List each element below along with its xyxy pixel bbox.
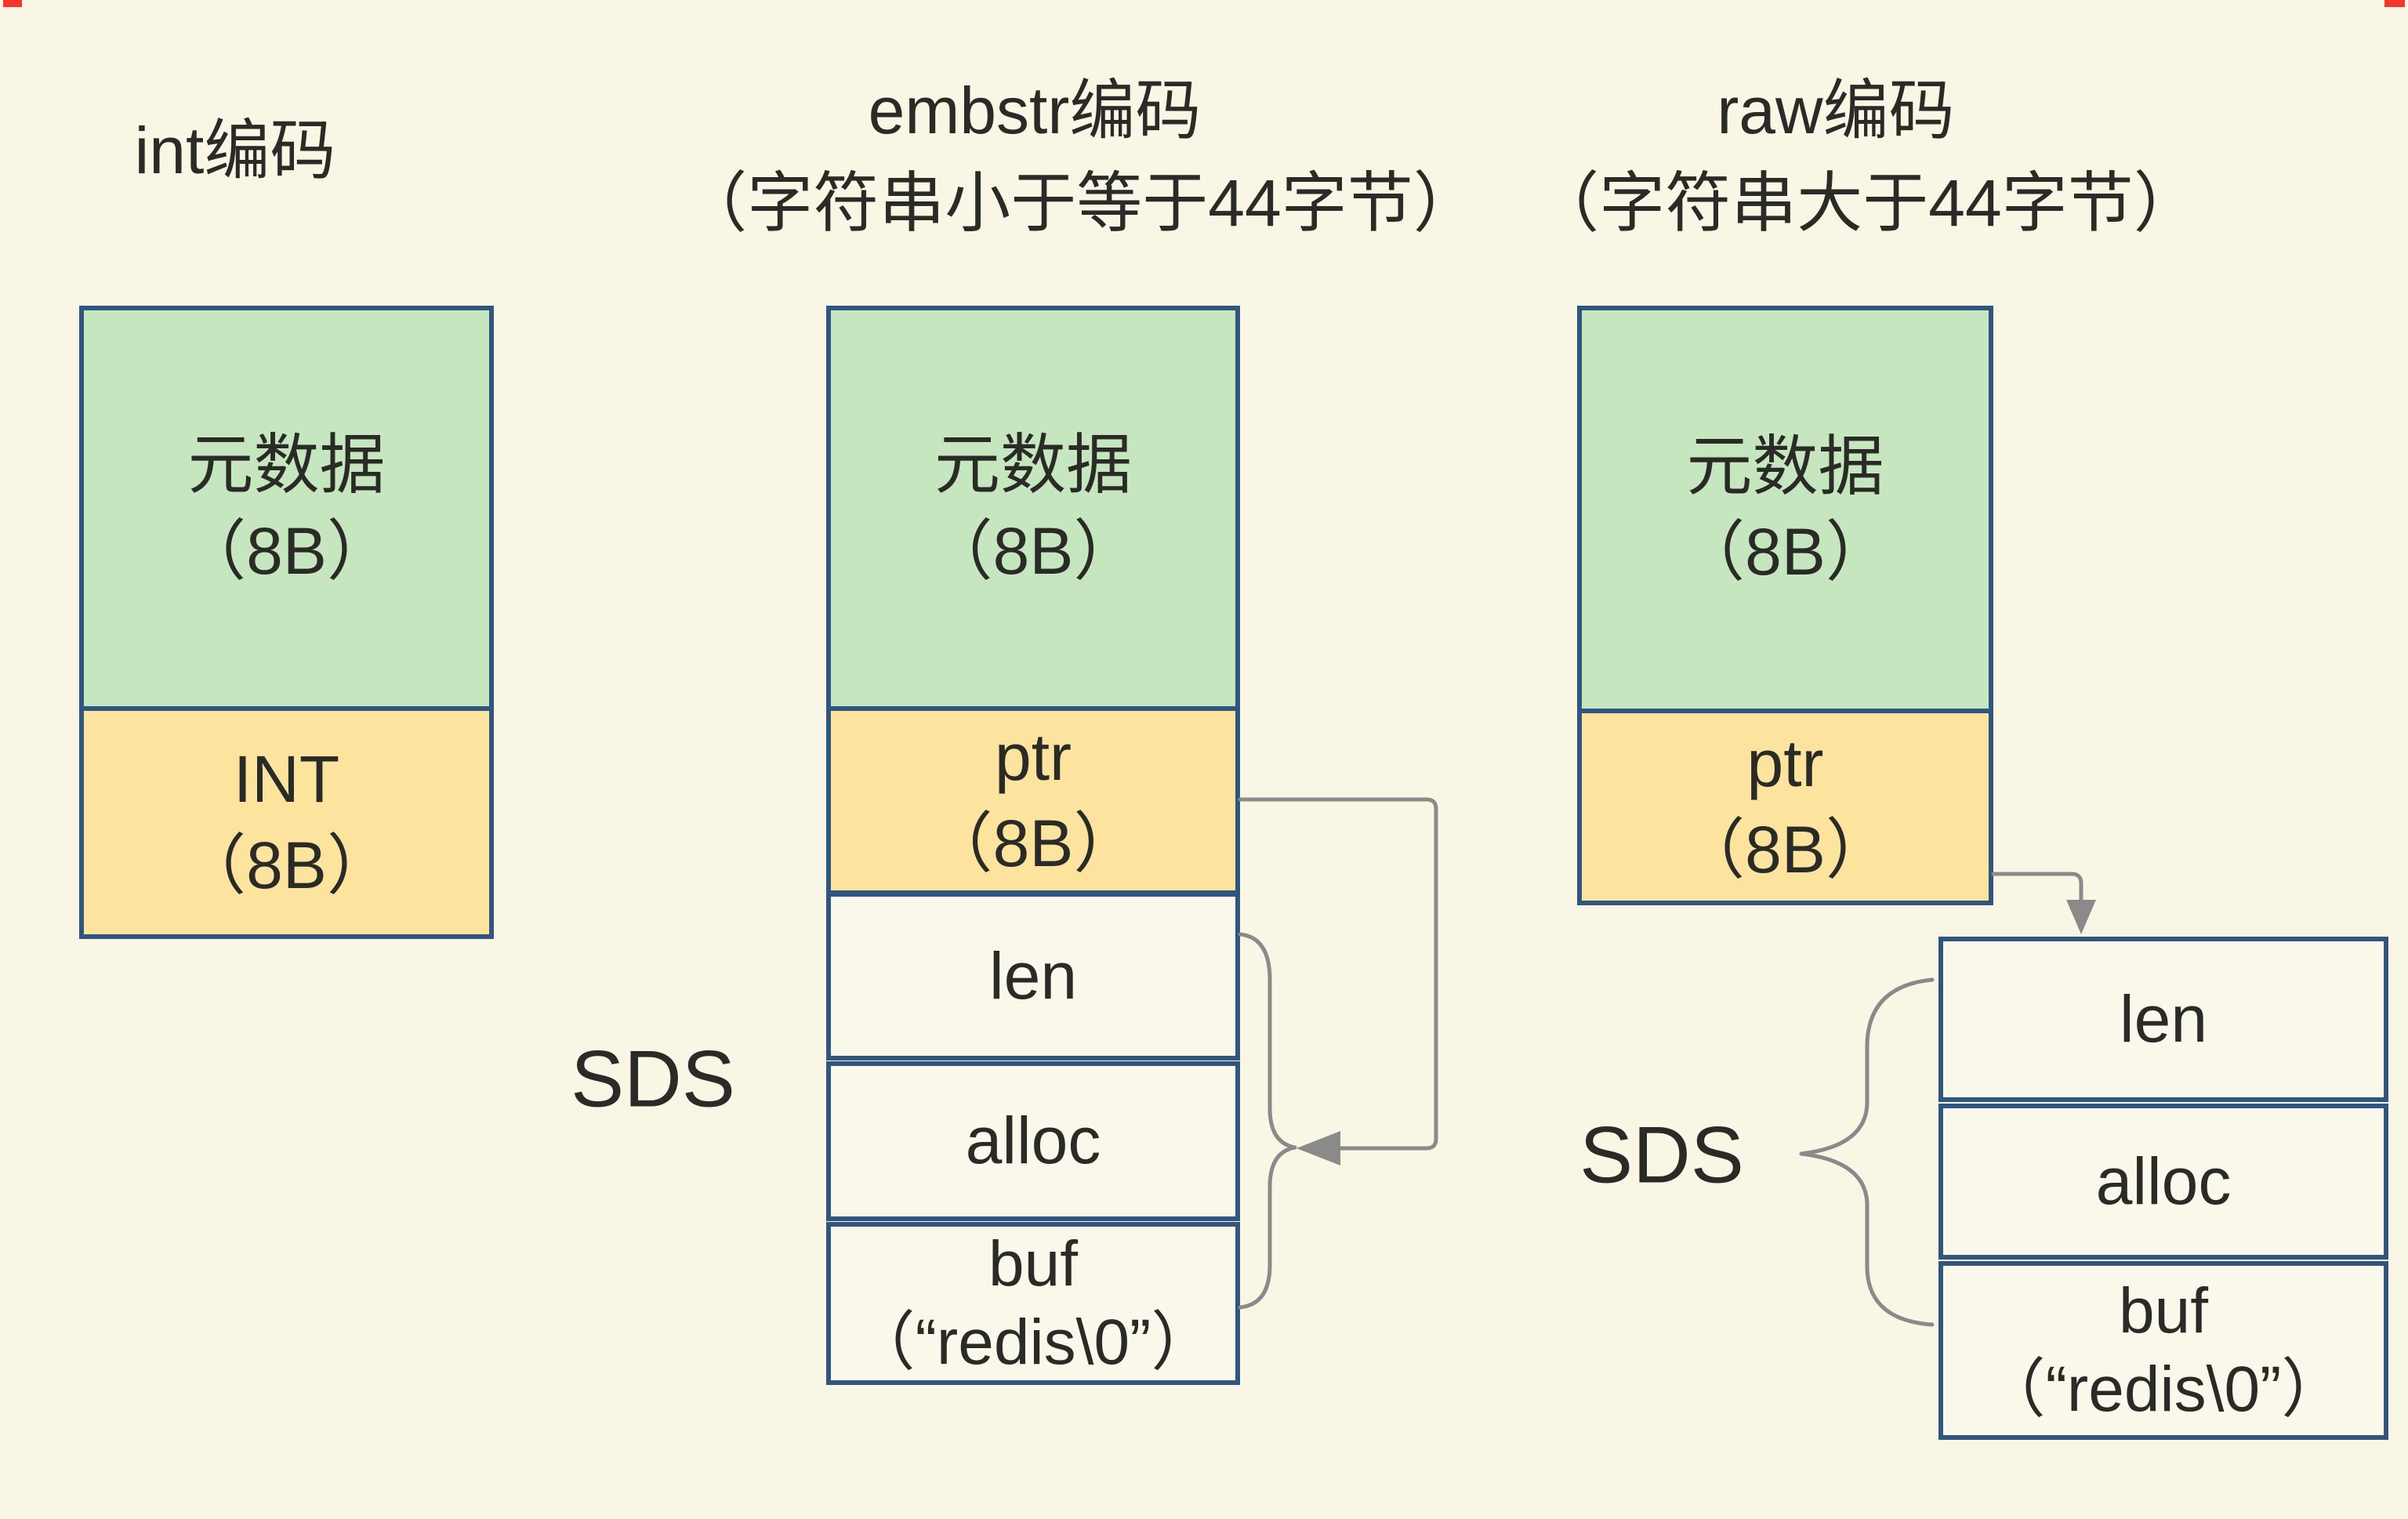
embstr-ptr-label: ptr <box>994 720 1072 795</box>
raw-len-cell: len <box>1938 937 2388 1102</box>
int-metadata-cell: 元数据 （8B） <box>79 306 494 711</box>
embstr-len-label: len <box>988 938 1078 1013</box>
embstr-encoding-title: embstr编码 <box>868 74 1202 147</box>
int-value-label: INT <box>233 742 340 817</box>
int-value-size: （8B） <box>180 828 393 902</box>
screen-corner-artifact-left <box>3 0 22 7</box>
raw-ptr-label: ptr <box>1746 727 1824 801</box>
int-value-cell: INT （8B） <box>79 706 494 939</box>
raw-sds-brace <box>1799 977 1935 1327</box>
embstr-ptr-cell: ptr （8B） <box>826 706 1240 895</box>
raw-ptr-size: （8B） <box>1679 812 1891 886</box>
raw-alloc-label: alloc <box>2095 1144 2232 1218</box>
screen-corner-artifact-right <box>2384 0 2405 7</box>
int-metadata-label: 元数据 <box>187 428 386 502</box>
raw-encoding-subtitle: （字符串大于44字节） <box>1533 166 2199 240</box>
embstr-buf-cell: buf （“redis\0”） <box>826 1222 1240 1385</box>
raw-buf-label: buf <box>2119 1274 2208 1347</box>
raw-alloc-cell: alloc <box>1938 1104 2388 1260</box>
raw-ptr-arrowhead-icon <box>2066 900 2096 934</box>
embstr-sds-label: SDS <box>571 1034 735 1124</box>
embstr-metadata-label: 元数据 <box>934 428 1132 502</box>
raw-metadata-cell: 元数据 （8B） <box>1577 306 1993 713</box>
raw-sds-label: SDS <box>1579 1110 1744 1200</box>
embstr-buf-label: buf <box>988 1227 1078 1300</box>
embstr-sds-bracket <box>1238 932 1297 1310</box>
embstr-metadata-cell: 元数据 （8B） <box>826 306 1240 711</box>
raw-buf-value: （“redis\0”） <box>1981 1354 2346 1425</box>
raw-ptr-cell: ptr （8B） <box>1577 709 1993 905</box>
embstr-alloc-cell: alloc <box>826 1061 1240 1221</box>
embstr-metadata-size: （8B） <box>927 513 1140 588</box>
embstr-encoding-subtitle: （字符串小于等于44字节） <box>681 166 1479 240</box>
raw-ptr-arrow-line <box>1991 872 2083 905</box>
embstr-len-cell: len <box>826 892 1240 1060</box>
embstr-ptr-size: （8B） <box>927 806 1140 880</box>
embstr-ptr-arrow-line <box>1238 797 1438 1151</box>
embstr-ptr-arrowhead-icon <box>1296 1131 1340 1166</box>
raw-metadata-size: （8B） <box>1679 515 1891 589</box>
raw-buf-cell: buf （“redis\0”） <box>1938 1261 2388 1440</box>
raw-metadata-label: 元数据 <box>1686 429 1884 503</box>
raw-len-label: len <box>2119 981 2208 1056</box>
embstr-buf-value: （“redis\0”） <box>850 1307 1216 1378</box>
embstr-alloc-label: alloc <box>965 1104 1101 1178</box>
int-metadata-size: （8B） <box>180 513 393 588</box>
raw-encoding-title: raw编码 <box>1717 74 1955 147</box>
int-encoding-title: int编码 <box>134 114 336 187</box>
